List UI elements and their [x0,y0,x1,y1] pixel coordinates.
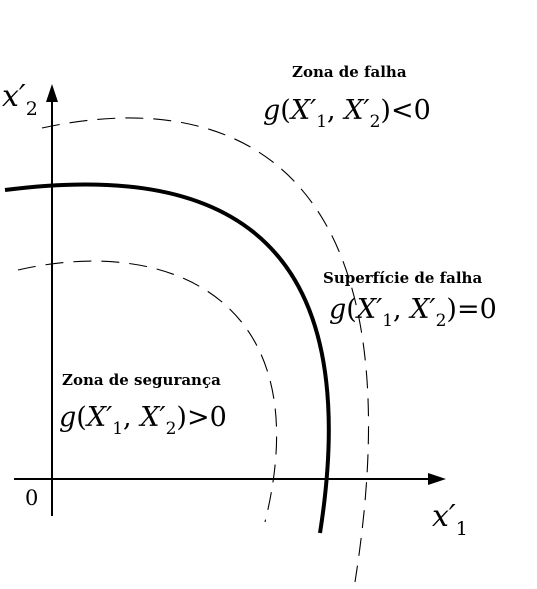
failure-zone-equation: g(X′1, X′2)<0 [263,95,431,132]
y-axis-arrowhead [46,84,58,102]
origin-label: 0 [25,486,38,510]
limit-state-curve [4,182,331,534]
outer-dashed-curve [41,117,370,583]
safe-zone-title: Zona de segurança [62,371,221,389]
x-axis-label: x′1 [432,499,468,540]
x-axis-arrowhead [428,473,446,485]
safe-zone-equation: g(X′1, X′2)>0 [59,402,227,439]
failure-surface-equation: g(X′1, X′2)=0 [329,294,497,331]
inner-dashed-curve [17,260,277,523]
failure-surface-title: Superfície de falha [323,269,482,287]
failure-zone-title: Zona de falha [292,63,407,81]
y-axis-label: x′2 [2,79,38,120]
